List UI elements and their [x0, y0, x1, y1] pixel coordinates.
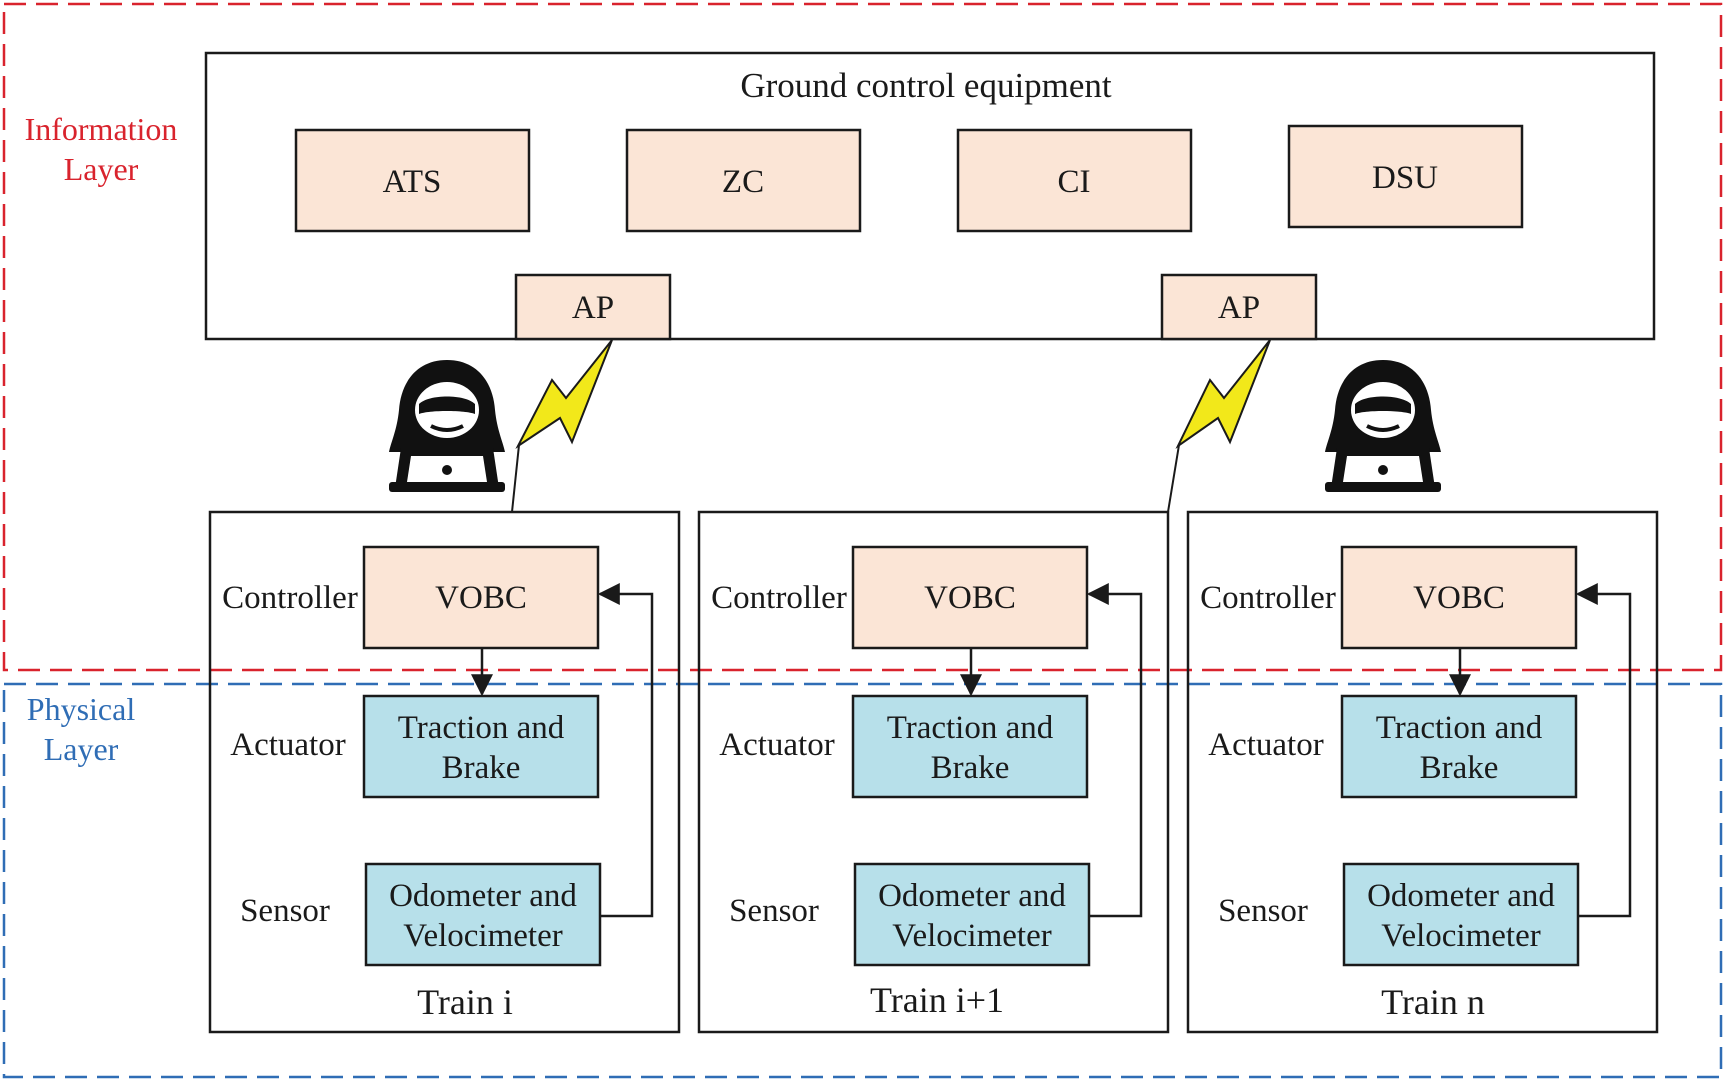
lightning-icon	[1175, 339, 1271, 450]
actuator-label-line2: Brake	[931, 750, 1010, 786]
wireless-link-line	[511, 444, 520, 513]
access-point-box	[1160, 273, 1318, 341]
sensor-label: Odometer and	[878, 878, 1066, 914]
train-name: Train i+1	[870, 980, 1004, 1020]
sensor-label-line2: Velocimeter	[1381, 918, 1540, 954]
controller-box	[851, 545, 1089, 650]
controller-label: VOBC	[924, 580, 1016, 616]
controller-box	[1340, 545, 1578, 650]
sensor-role-label: Sensor	[729, 893, 819, 929]
access-point-box	[514, 273, 672, 341]
physical-layer-label: Physical	[27, 691, 136, 727]
sensor-role-label: Sensor	[1218, 893, 1308, 929]
controller-role-label: Controller	[1200, 580, 1336, 616]
ground-unit-box-zc	[625, 128, 862, 233]
train-box	[1186, 510, 1659, 1034]
actuator-role-label: Actuator	[230, 727, 345, 763]
controller-label: VOBC	[435, 580, 527, 616]
sensor-box	[364, 862, 602, 967]
hacker-icon	[389, 360, 505, 492]
ground-unit-box-dsu	[1287, 124, 1524, 229]
actuator-box	[851, 694, 1089, 799]
information-layer-region	[2, 2, 1723, 672]
ground-unit-label: ATS	[383, 164, 442, 200]
arrow-left-icon	[597, 583, 654, 918]
sensor-label-line2: Velocimeter	[892, 918, 1051, 954]
access-point-label: AP	[572, 290, 614, 326]
hacker-icon	[1325, 360, 1441, 492]
actuator-label-line2: Brake	[1420, 750, 1499, 786]
ground-unit-box-ats	[294, 128, 531, 233]
physical-layer-label-line2: Layer	[44, 731, 119, 767]
train-name: Train i	[417, 982, 513, 1022]
ground-units: ATS ZC CI DSU	[294, 124, 1524, 233]
train-name: Train n	[1381, 982, 1485, 1022]
ground-unit-label: CI	[1058, 164, 1091, 200]
sensor-label: Odometer and	[1367, 878, 1555, 914]
ground-unit-label: ZC	[722, 164, 764, 200]
information-layer-label-line2: Layer	[64, 151, 139, 187]
access-points: AP AP	[514, 273, 1318, 341]
train-box	[697, 510, 1170, 1034]
actuator-label-line2: Brake	[442, 750, 521, 786]
sensor-label: Odometer and	[389, 878, 577, 914]
sensor-role-label: Sensor	[240, 893, 330, 929]
sensor-label-line2: Velocimeter	[403, 918, 562, 954]
controller-label: VOBC	[1413, 580, 1505, 616]
access-point-label: AP	[1218, 290, 1260, 326]
controller-box	[362, 545, 600, 650]
arrow-left-icon	[1575, 583, 1632, 918]
wireless-link-line	[1167, 444, 1180, 513]
information-layer-label: Information	[25, 111, 178, 147]
sensor-box	[1342, 862, 1580, 967]
actuator-box	[1340, 694, 1578, 799]
actuator-role-label: Actuator	[1208, 727, 1323, 763]
controller-role-label: Controller	[711, 580, 847, 616]
ground-control-title: Ground control equipment	[740, 66, 1112, 105]
train-box	[208, 510, 681, 1034]
actuator-label: Traction and	[398, 710, 565, 746]
ground-unit-box-ci	[956, 128, 1193, 233]
lightning-icon	[515, 339, 613, 449]
actuator-role-label: Actuator	[719, 727, 834, 763]
sensor-box	[853, 862, 1091, 967]
ground-unit-label: DSU	[1372, 160, 1438, 196]
actuator-box	[362, 694, 600, 799]
controller-role-label: Controller	[222, 580, 358, 616]
actuator-label: Traction and	[1376, 710, 1543, 746]
actuator-label: Traction and	[887, 710, 1054, 746]
arrow-left-icon	[1086, 583, 1143, 918]
